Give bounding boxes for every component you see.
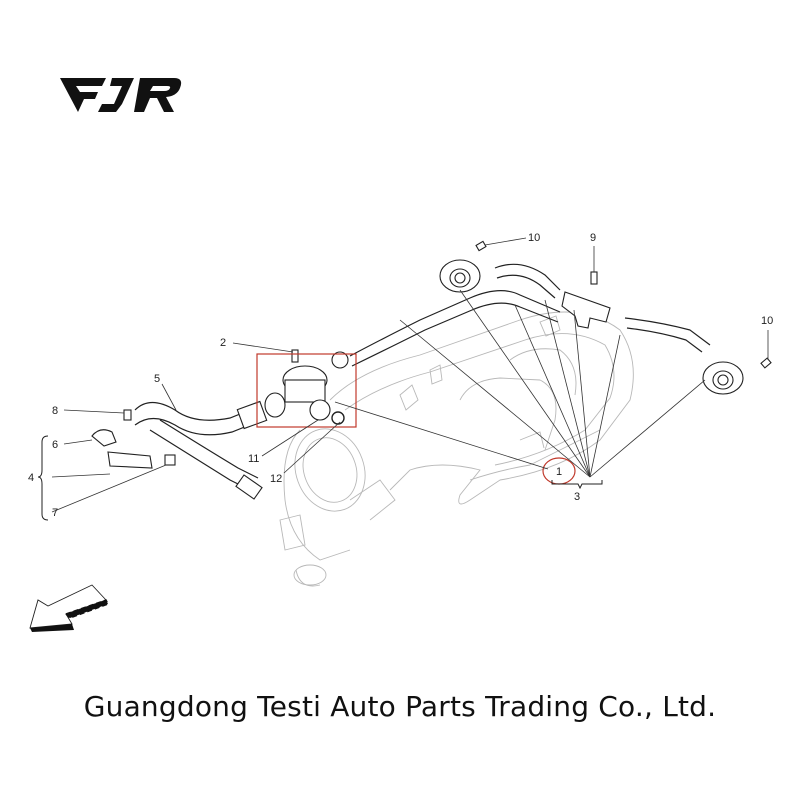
- callout-2[interactable]: 2: [220, 337, 226, 349]
- callout-12[interactable]: 12: [270, 473, 282, 485]
- callout-10-right[interactable]: 10: [761, 315, 773, 327]
- bracket-kit-4: [91, 429, 176, 469]
- t-connector: [561, 291, 611, 329]
- callout-6[interactable]: 6: [52, 439, 58, 451]
- company-name: Guangdong Testi Auto Parts Trading Co., …: [83, 690, 717, 723]
- callout-10-left[interactable]: 10: [528, 232, 540, 244]
- callout-1[interactable]: 1: [556, 466, 562, 478]
- callout-9[interactable]: 9: [590, 232, 596, 244]
- callout-8[interactable]: 8: [52, 405, 58, 417]
- callout-11[interactable]: 11: [248, 453, 259, 465]
- callout-3[interactable]: 3: [574, 491, 580, 503]
- callout-4[interactable]: 4: [28, 472, 34, 484]
- callout-5[interactable]: 5: [154, 373, 160, 385]
- brace-3: [551, 480, 603, 490]
- intake-manifold-ghost: [329, 311, 634, 505]
- hose-5: [134, 400, 268, 500]
- direction-arrow-icon: [29, 584, 110, 632]
- hose-upper: [349, 263, 711, 367]
- leader-lines: [51, 237, 769, 513]
- oil-separator-flange-right: [702, 361, 744, 395]
- brace-4: [37, 435, 49, 521]
- brand-logo: [60, 78, 182, 112]
- pcv-valve-part-1: [264, 351, 349, 425]
- throttle-body-ghost: [279, 428, 396, 587]
- bolts: [123, 240, 772, 421]
- callout-7[interactable]: 7: [52, 507, 58, 519]
- oil-separator-flange-left: [439, 259, 481, 293]
